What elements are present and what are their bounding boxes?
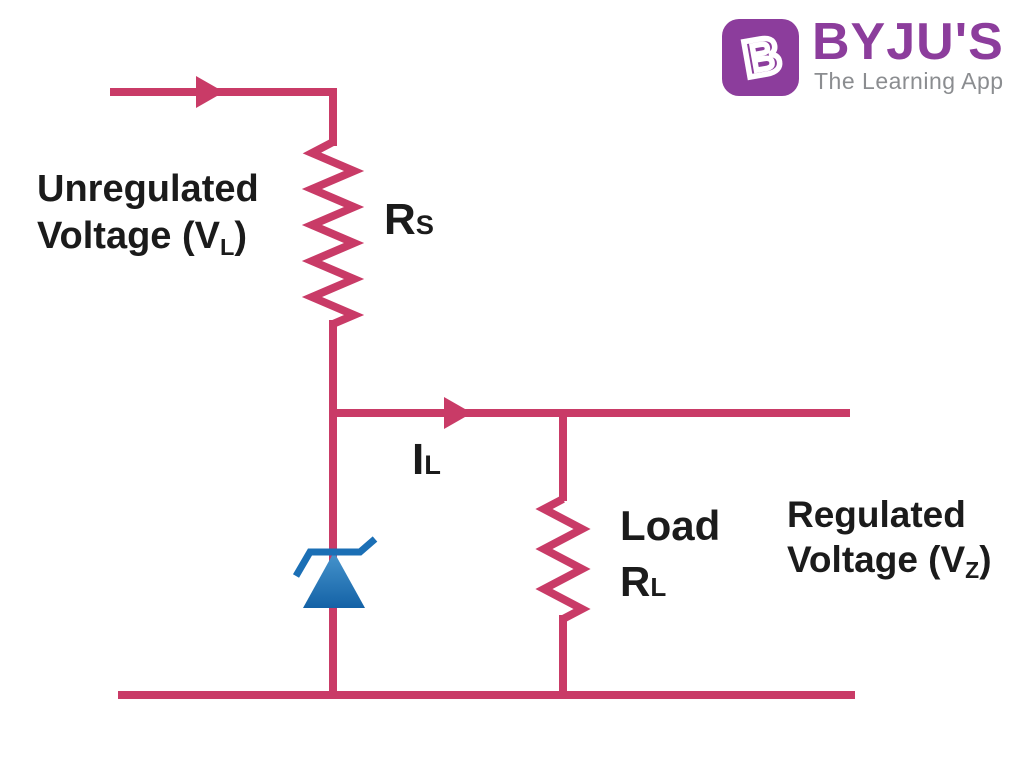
regulated-line1: Regulated xyxy=(787,494,966,535)
unregulated-line1: Unregulated xyxy=(37,168,259,210)
zener-anode-triangle xyxy=(303,552,365,608)
zener-cathode-bar xyxy=(292,536,378,578)
input-current-arrow-icon xyxy=(196,76,224,108)
rl-subscript: L xyxy=(650,572,667,602)
byjus-logo: B BYJU'S The Learning App xyxy=(722,13,1022,106)
unregulated-subscript: L xyxy=(220,233,235,260)
load-line2: RL xyxy=(620,558,667,605)
byjus-tagline-text: The Learning App xyxy=(814,68,1004,94)
load-resistor-rl-icon xyxy=(535,495,591,623)
input-wire xyxy=(110,88,337,146)
unregulated-line2: Voltage (VL) xyxy=(37,215,248,260)
load-current-arrow-icon xyxy=(444,397,472,429)
unregulated-voltage-label: Unregulated Voltage (VL) xyxy=(37,166,259,264)
byjus-b-monogram-icon: B xyxy=(736,23,789,92)
load-line1: Load xyxy=(620,502,721,549)
regulated-line2: Voltage (VZ) xyxy=(787,539,992,584)
regulated-subscript: Z xyxy=(965,557,980,584)
series-resistor-label: RS xyxy=(384,195,434,244)
byjus-logo-mark: B xyxy=(722,19,799,96)
il-subscript: L xyxy=(424,449,441,480)
svg-text:B: B xyxy=(739,26,786,90)
byjus-brand-text: BYJU'S xyxy=(812,13,1004,71)
load-resistor-label: Load RL xyxy=(620,498,720,615)
regulated-voltage-label: Regulated Voltage (VZ) xyxy=(787,492,992,587)
rs-subscript: S xyxy=(415,209,434,240)
zener-diode-icon xyxy=(292,536,378,608)
series-resistor-rs-icon xyxy=(301,138,365,328)
load-current-label: IL xyxy=(412,435,441,484)
